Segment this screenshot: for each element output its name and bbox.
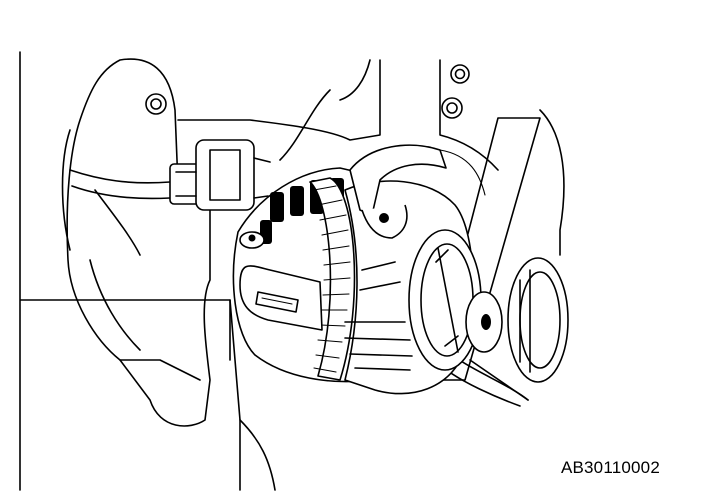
front-vent-slots <box>344 261 413 371</box>
adjusting-bracket <box>349 144 447 239</box>
idler-pulley <box>507 257 569 383</box>
b-terminal <box>239 231 265 249</box>
alternator <box>232 144 503 395</box>
alternator-pulley <box>408 229 503 371</box>
mounting-bolt-upper-left <box>145 93 167 115</box>
wiring-harness-connector <box>69 139 271 211</box>
mounting-bolt-upper-right <box>450 64 470 84</box>
stator-fins <box>313 185 351 373</box>
mounting-bolt-right <box>441 97 463 119</box>
figure-code-label: AB30110002 <box>560 458 660 477</box>
